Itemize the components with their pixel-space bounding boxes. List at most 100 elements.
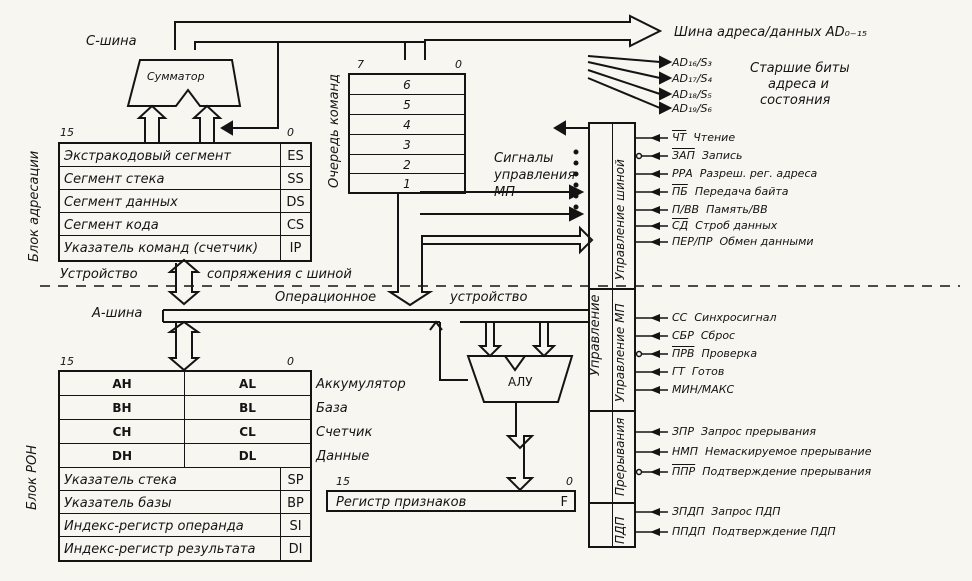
signal-line: ПРВ Проверка [672,348,757,359]
register-file: AH AL BH BL CH CL DH DL Указатель стека SP Ук… [58,370,312,562]
signal-desc: Передача байта [694,185,789,198]
regfile-exchange-arrow [166,320,202,372]
register-low: DL [238,449,257,463]
signal-code: П/ВВ [672,203,700,216]
signal-line: ПБ Передача байта [672,186,789,197]
register-code: SI [280,514,310,536]
register-desc: Данные [316,449,370,464]
instruction-queue: 6 5 4 3 2 1 [348,73,466,194]
segment-register-row: Сегмент кода CS [60,213,310,236]
signal-desc: Проверка [701,347,758,360]
high-bit-line: AD₁₆/S₃ [672,56,712,69]
signal-line: ППР Подтверждение прерывания [672,466,871,477]
signal-line: РРА Разреш. рег. адреса [672,168,817,179]
register-low: BL [239,401,256,415]
signal-line: СБР Сброс [672,330,735,341]
signal-line: ПЕР/ПР Обмен данными [672,236,814,247]
signal-code: ЗПР [672,425,694,438]
signal-line: ЗПР Запрос прерывания [672,426,816,437]
register-code: DS [280,190,310,212]
signal-line: СД Строб данных [672,220,777,231]
adder-shape [126,59,242,107]
signal-desc: Запрос ПДП [711,505,781,518]
signal-desc: Обмен данными [719,235,814,248]
register-name: Сегмент данных [64,195,178,210]
a-bus [162,309,590,323]
signal-line: НМП Немаскируемое прерывание [672,446,871,457]
queue-output-arrow [386,194,594,307]
register-code: SP [280,468,310,490]
signal-line: ЗАП Запись [672,150,743,161]
flags-bit-15: 15 [336,475,350,488]
mp-control-label: Управление МП [613,303,627,402]
signal-desc: Запись [701,149,743,162]
alu-shape [466,355,574,403]
adder-label: Сумматор [147,70,205,83]
signal-code: ЗПДП [672,505,705,518]
signal-code: СД [672,219,689,232]
register-code: CS [280,213,310,235]
register-name: Сегмент стека [64,172,165,187]
queue-cell: 1 [403,177,411,191]
register-name: Указатель стека [64,473,177,488]
high-bit-line: AD₁₉/S₆ [672,102,712,115]
signal-desc: Подтверждение прерывания [702,465,872,478]
high-bit-line: AD₁₇/S₄ [672,72,712,85]
index-register-row: Указатель стека SP [60,468,310,491]
signals-label: Сигналы управления МП [494,150,576,201]
register-high: CH [60,420,185,443]
signal-desc: Немаскируемое прерывание [705,445,872,458]
flags-register: Регистр признаков F [326,490,576,512]
adder-input-arrow [136,104,168,142]
register-high: BH [60,396,185,419]
signal-line: СС Синхросигнал [672,312,777,323]
register-code: SS [280,167,310,189]
signal-desc: Строб данных [695,219,778,232]
register-file-label: Блок РОН [25,444,40,510]
flags-bit-0: 0 [566,475,573,488]
flags-register-code: F [560,495,568,510]
control-label: Управление [588,294,603,376]
dma-label: ПДП [613,516,627,544]
register-name: Индекс-регистр операнда [64,519,244,534]
bus-interface-label: Устройство [60,267,138,282]
signal-desc: Разреш. рег. адреса [699,167,818,180]
register-high: AH [60,372,185,395]
register-desc: Аккумулятор [316,377,406,392]
signal-code: МИН/МАКС [672,383,735,396]
high-bits-desc: состояния [760,93,831,108]
high-bits-desc: адреса и [768,77,829,92]
general-register-row: BH BL [60,396,310,420]
a-bus-label: А-шина [92,306,143,321]
register-code: BP [280,491,310,513]
signal-code: ПРВ [672,347,695,360]
signals-label-text: Сигналы управления МП [494,151,576,200]
general-register-row: CH CL [60,420,310,444]
signal-code: СБР [672,329,694,342]
signal-line: МИН/МАКС [672,384,734,395]
addressing-block-label: Блок адресации [27,150,42,262]
register-low: AL [239,377,256,391]
segment-register-row: Сегмент стека SS [60,167,310,190]
signal-code: СС [672,311,688,324]
signal-desc: Готов [691,365,725,378]
index-register-row: Индекс-регистр операнда SI [60,514,310,537]
general-register-row: AH AL [60,372,310,396]
signal-desc: Синхросигнал [694,311,777,324]
segment-register-row: Сегмент данных DS [60,190,310,213]
register-low: CL [239,425,256,439]
register-name: Сегмент кода [64,218,159,233]
register-high: DH [60,444,185,467]
queue-cell: 3 [350,135,464,155]
address-bus-arrow [174,14,663,60]
queue-bit-0: 0 [455,58,462,71]
register-code: IP [280,236,310,260]
register-desc: База [316,401,348,416]
seg-bit-15: 15 [60,126,74,139]
register-code: ES [280,144,310,166]
alu-flags-arrow [505,402,535,492]
signal-code: ГТ [672,365,685,378]
